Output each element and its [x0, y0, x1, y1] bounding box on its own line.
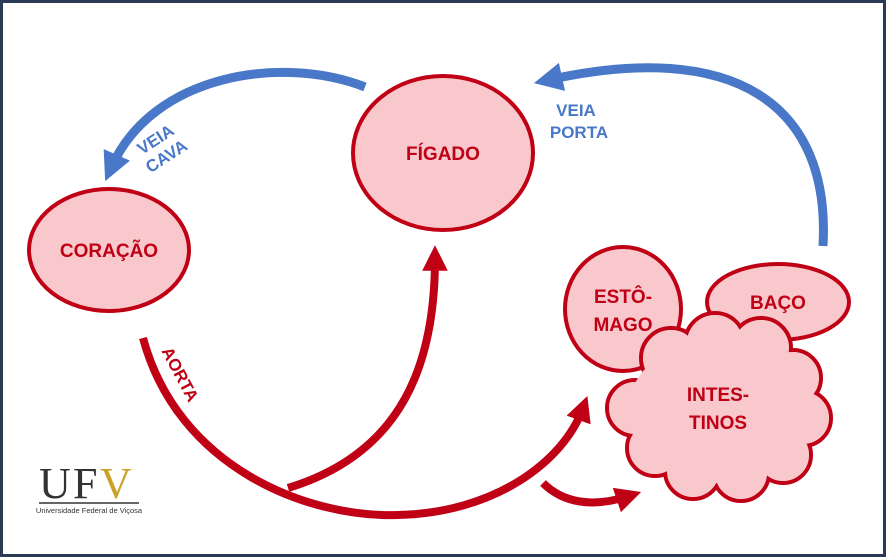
liver-node	[351, 74, 535, 232]
intestines-label-line1: INTES-	[687, 385, 749, 406]
logo-letter-f: F	[73, 459, 97, 508]
ufv-logo: U F V Universidade Federal de Viçosa	[36, 459, 143, 515]
liver-label: FÍGADO	[406, 143, 480, 165]
aorta-arrow	[139, 336, 591, 520]
logo-caption: Universidade Federal de Viçosa	[36, 506, 143, 515]
logo-letter-u: U	[39, 459, 71, 508]
intestines-node	[605, 311, 833, 503]
portal-vein-label-line2: PORTA	[550, 123, 608, 142]
mesenteric-artery-arrow	[540, 480, 642, 513]
spleen-label: BAÇO	[750, 293, 806, 314]
stomach-label-line2: MAGO	[593, 315, 652, 336]
vena-cava-arrow	[103, 67, 367, 182]
heart-label: CORAÇÃO	[60, 240, 158, 262]
heart-node	[27, 187, 191, 313]
intestines-label-line2: TINOS	[689, 413, 747, 434]
circulation-diagram: CORAÇÃO FÍGADO BAÇO ESTÔ- MAGO	[27, 62, 851, 520]
hepatic-artery-arrow	[286, 245, 448, 492]
logo-letter-v: V	[100, 459, 132, 508]
portal-vein-arrow	[533, 62, 828, 247]
stomach-label-line1: ESTÔ-	[594, 286, 652, 308]
portal-vein-label-line1: VEIA	[556, 101, 596, 120]
